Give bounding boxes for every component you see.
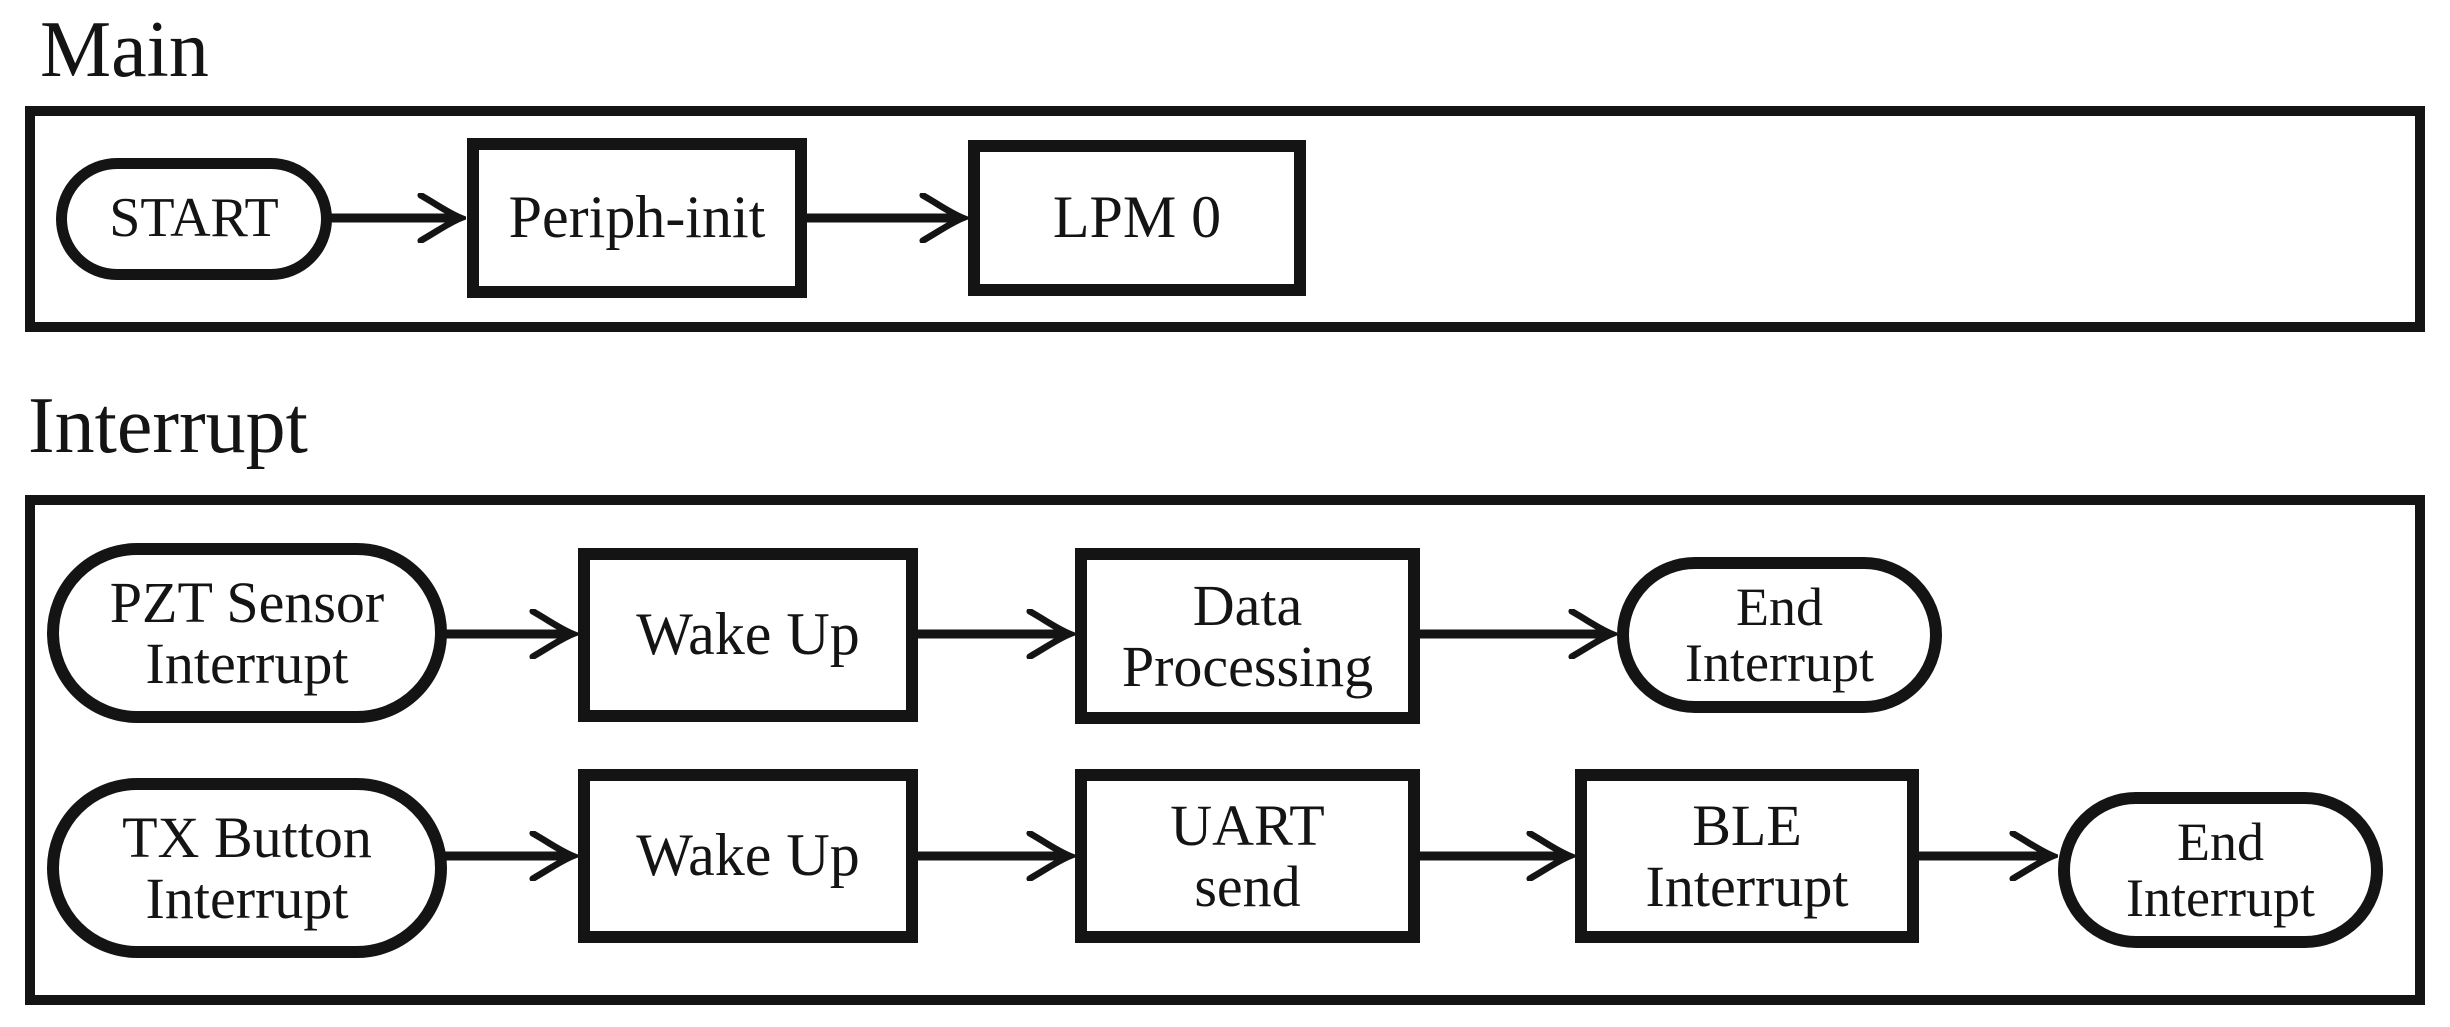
tx-button-interrupt-terminal: TX Button Interrupt (47, 778, 447, 958)
interrupt-section-title: Interrupt (28, 382, 308, 470)
end-interrupt-terminal-row2: End Interrupt (2058, 792, 2383, 948)
pzt-sensor-interrupt-terminal: PZT Sensor Interrupt (47, 543, 447, 723)
wake-up-process-row1: Wake Up (578, 548, 918, 722)
periph-init-process: Periph-init (467, 138, 807, 298)
uart-send-process: UART send (1075, 769, 1420, 943)
start-terminal: START (56, 158, 332, 280)
data-processing-process: Data Processing (1075, 548, 1420, 724)
lpm0-process: LPM 0 (968, 140, 1306, 296)
end-interrupt-terminal-row1: End Interrupt (1617, 557, 1942, 713)
ble-interrupt-process: BLE Interrupt (1575, 769, 1919, 943)
wake-up-process-row2: Wake Up (578, 769, 918, 943)
interrupt-section-frame (25, 495, 2425, 1005)
main-section-frame (25, 106, 2425, 332)
main-section-title: Main (40, 6, 209, 94)
